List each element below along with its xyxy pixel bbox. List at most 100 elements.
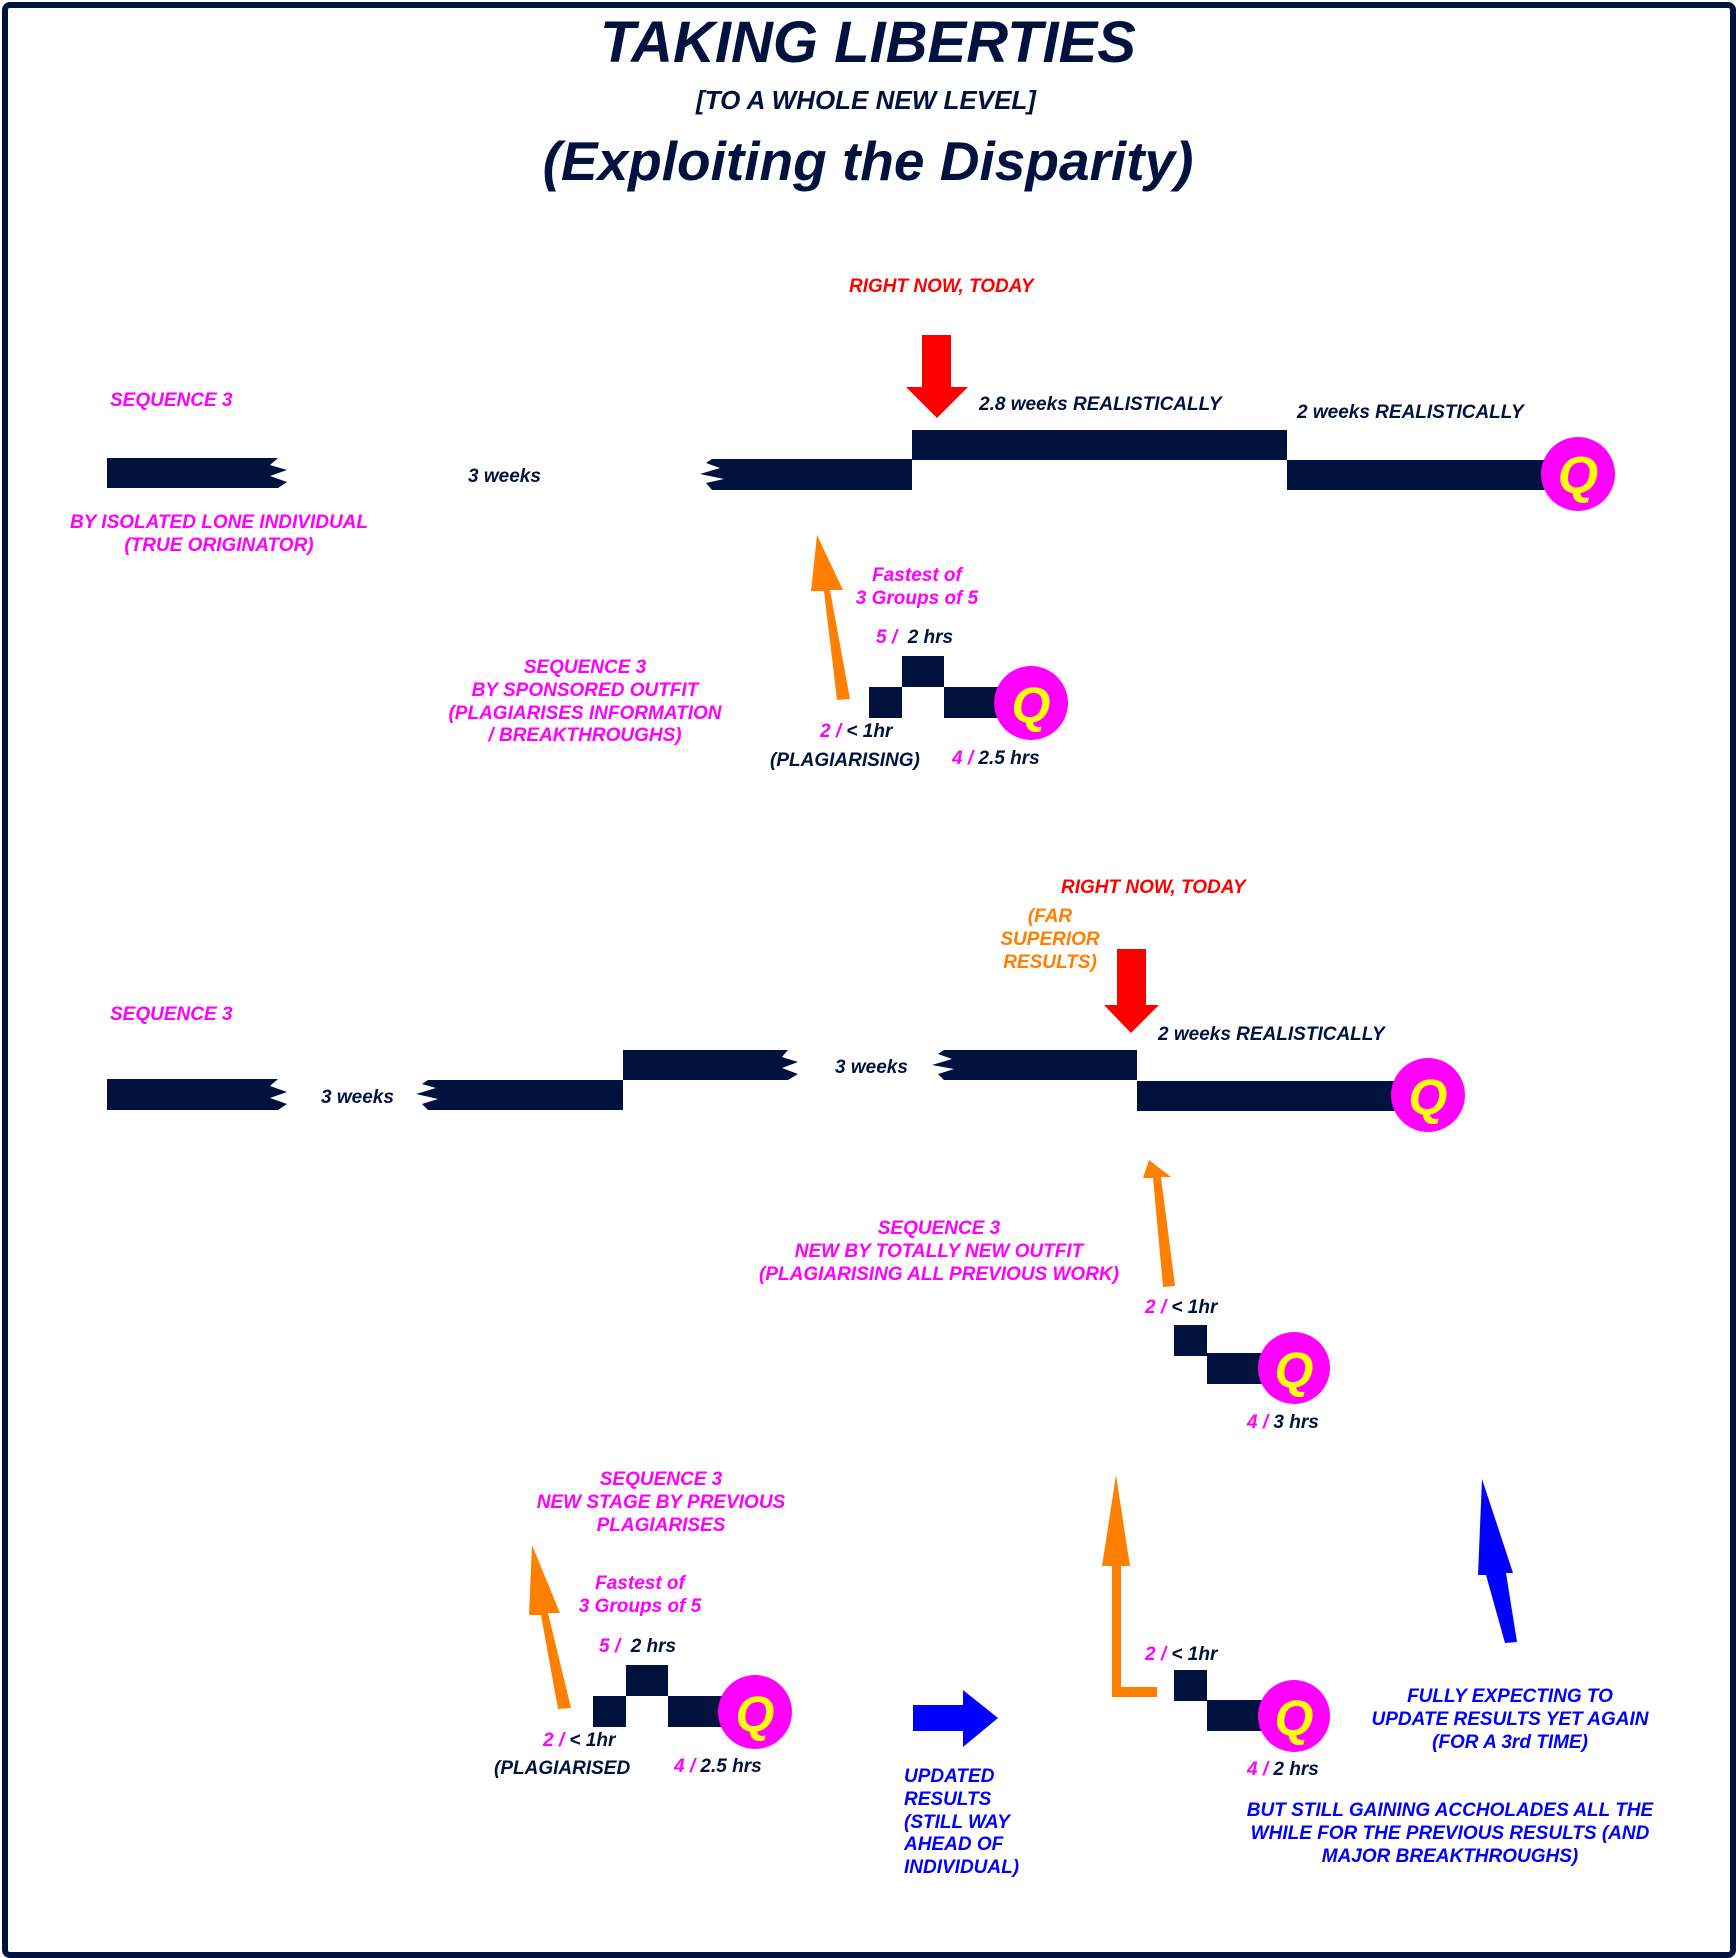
step-number: 5 / — [876, 627, 898, 648]
now-label: RIGHT NOW, TODAY — [849, 276, 1034, 297]
q-letter: Q — [1275, 1342, 1314, 1398]
step-label-2: 2 / < 1hr — [1145, 1297, 1217, 1320]
step-number: 5 / — [599, 1636, 621, 1657]
timeline-bar-s2-upper — [623, 1050, 798, 1080]
step-time: 2.5 hrs — [978, 748, 1040, 769]
step-block-4 — [1207, 1353, 1263, 1384]
label-line: Fastest of — [872, 565, 962, 586]
fastest-label: Fastest of 3 Groups of 5 — [579, 1573, 701, 1619]
step-label-5: 5 / 2 hrs — [599, 1636, 676, 1659]
label-line: UPDATED — [904, 1766, 995, 1787]
q-letter: Q — [1012, 677, 1051, 733]
gap-duration-label: 3 weeks — [321, 1087, 394, 1108]
step-time: 2 hrs — [907, 627, 954, 648]
gap-duration-label: 3 weeks — [468, 466, 541, 487]
q-marker-previous: Q — [718, 1675, 792, 1749]
q-letter: Q — [1275, 1690, 1314, 1746]
q-letter: Q — [1409, 1069, 1448, 1125]
step-time: < 1hr — [569, 1730, 616, 1751]
step-number: 4 / — [952, 748, 974, 769]
sequence-label-s2: SEQUENCE 3 — [110, 1004, 233, 1025]
step-label-4: 4 / 2.5 hrs — [674, 1756, 762, 1779]
q-marker-individual: Q — [1541, 437, 1615, 511]
label-line: NEW STAGE BY PREVIOUS — [536, 1491, 786, 1513]
step-label-2: 2 / < 1hr — [1145, 1644, 1217, 1667]
label-line: (FAR — [1027, 906, 1073, 927]
individual-label: BY ISOLATED LONE INDIVIDUAL (TRUE ORIGIN… — [70, 512, 368, 558]
step-time: 2 hrs — [1273, 1759, 1319, 1780]
timeline-bar-s2-2-weeks — [1137, 1081, 1399, 1111]
step-number: 2 / — [1145, 1297, 1167, 1318]
step-time: 2.5 hrs — [700, 1756, 762, 1777]
step-block-5 — [626, 1665, 668, 1696]
step-number: 2 / — [1145, 1644, 1167, 1665]
q-marker-new-outfit: Q — [1258, 1332, 1330, 1404]
label-line: RESULTS — [904, 1788, 992, 1810]
step-number: 2 / — [543, 1730, 565, 1751]
superior-results-label: (FAR SUPERIOR RESULTS) — [1000, 906, 1099, 974]
label-line: RESULTS) — [1003, 951, 1097, 973]
step-number: 4 / — [674, 1756, 696, 1777]
label-line: BY SPONSORED OUTFIT — [471, 679, 699, 701]
step-label-4: 4 / 3 hrs — [1247, 1412, 1319, 1435]
label-line: MAJOR BREAKTHROUGHS) — [1321, 1845, 1579, 1867]
step-label-2: 2 / < 1hr — [543, 1730, 615, 1753]
orange-up-arrow-previous — [529, 1545, 571, 1709]
accolades-label: BUT STILL GAINING ACCHOLADES ALL THE WHI… — [1247, 1800, 1653, 1868]
label-line: 3 Groups of 5 — [578, 1595, 702, 1617]
red-down-arrow-now — [906, 335, 968, 418]
label-line: BUT STILL GAINING ACCHOLADES ALL THE — [1246, 1800, 1654, 1821]
label-line: Fastest of — [595, 1573, 685, 1594]
q-marker-s2: Q — [1391, 1058, 1465, 1132]
label-line: WHILE FOR THE PREVIOUS RESULTS (AND — [1250, 1822, 1650, 1844]
sponsored-outfit-label: SEQUENCE 3 BY SPONSORED OUTFIT (PLAGIARI… — [448, 657, 721, 748]
step-number: 4 / — [1247, 1759, 1269, 1780]
label-line: SEQUENCE 3 — [599, 1469, 723, 1490]
step-block-2 — [1174, 1670, 1207, 1701]
label-line: PLAGIARISES — [596, 1514, 726, 1536]
orange-l-arrow-updated — [1102, 1475, 1157, 1697]
label-line: 3 Groups of 5 — [855, 587, 979, 609]
step-time: 3 hrs — [1273, 1412, 1319, 1433]
blue-up-arrow-expecting — [1478, 1479, 1517, 1643]
label-line: / BREAKTHROUGHS) — [488, 725, 682, 747]
page-tagline: (Exploiting the Disparity) — [542, 130, 1194, 192]
sequence-label: SEQUENCE 3 — [110, 390, 233, 411]
label-line: SEQUENCE 3 — [877, 1218, 1001, 1239]
gap-duration-label: 3 weeks — [835, 1057, 908, 1078]
step-block-5 — [902, 656, 944, 687]
page-title: TAKING LIBERTIES — [600, 10, 1136, 75]
blue-right-arrow-updated — [913, 1690, 998, 1747]
segment-duration-label: 2 weeks REALISTICALLY — [1158, 1024, 1385, 1045]
step-block-2 — [593, 1696, 626, 1727]
label-line: (STILL WAY — [904, 1811, 1010, 1833]
individual-label-line: BY ISOLATED LONE INDIVIDUAL — [69, 512, 369, 533]
q-letter: Q — [1558, 447, 1598, 505]
label-line: AHEAD OF — [904, 1834, 1004, 1856]
step-time: < 1hr — [1171, 1297, 1218, 1318]
step-number: 2 / — [820, 721, 842, 742]
step-block-4 — [668, 1696, 724, 1727]
individual-label-line: (TRUE ORIGINATOR) — [124, 534, 314, 556]
label-line: NEW BY TOTALLY NEW OUTFIT — [794, 1240, 1084, 1262]
timeline-bar-individual-resume — [700, 459, 912, 490]
now-label-s2: RIGHT NOW, TODAY — [1061, 877, 1246, 898]
step-time: < 1hr — [1171, 1644, 1218, 1665]
step-time: 2 hrs — [630, 1636, 677, 1657]
q-marker-sponsored: Q — [994, 666, 1068, 740]
page-subtitle: [TO A WHOLE NEW LEVEL] — [696, 85, 1036, 115]
label-line: INDIVIDUAL) — [904, 1857, 1020, 1879]
fastest-label: Fastest of 3 Groups of 5 — [856, 565, 978, 611]
step-label-2: 2 / < 1hr — [820, 721, 892, 744]
expecting-update-label: FULLY EXPECTING TO UPDATE RESULTS YET AG… — [1372, 1686, 1649, 1754]
label-line: (PLAGIARISING ALL PREVIOUS WORK) — [759, 1263, 1119, 1285]
timeline-bar-s2-start — [107, 1079, 287, 1110]
plagiarised-note: (PLAGIARISED — [494, 1758, 631, 1779]
plagiarising-note: (PLAGIARISING) — [770, 750, 920, 771]
step-number: 4 / — [1247, 1412, 1269, 1433]
previous-plagiarises-label: SEQUENCE 3 NEW STAGE BY PREVIOUS PLAGIAR… — [537, 1469, 785, 1537]
orange-up-arrow-sponsored — [811, 535, 850, 700]
